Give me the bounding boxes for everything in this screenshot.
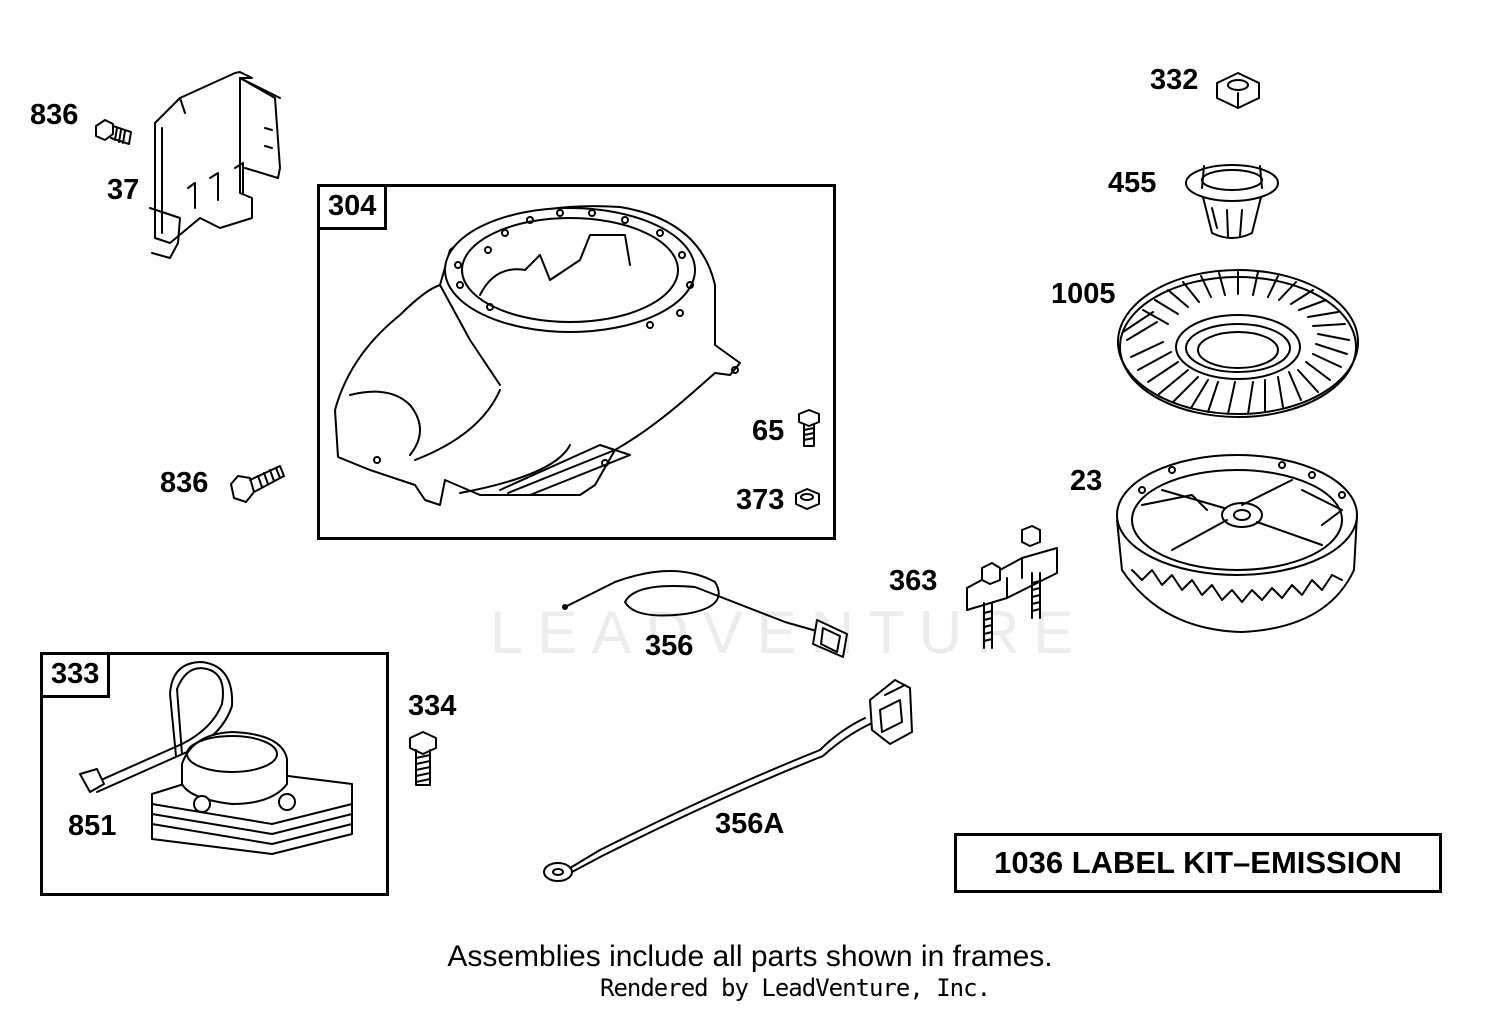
part-label-373: 373 [736,484,785,516]
stop-switch-wire-part-356a[interactable] [540,660,930,890]
assembly-frame-333[interactable]: 333 [40,652,389,896]
blower-housing-part-304[interactable] [330,195,760,515]
part-label-23: 23 [1070,465,1103,497]
screw-part-65[interactable] [795,408,825,448]
flywheel-part-23[interactable] [1112,450,1362,640]
part-label-334: 334 [408,690,457,722]
part-label-836-middle: 836 [160,467,209,499]
armature-bracket-part-363[interactable] [962,518,1062,653]
part-label-356a: 356A [715,808,785,840]
part-label-37: 37 [107,174,140,206]
part-label-65: 65 [752,415,785,447]
frame-tag-304: 304 [320,187,388,230]
part-label-455: 455 [1108,167,1157,199]
assembly-frame-304[interactable]: 304 [317,184,836,540]
ignition-armature-part-333[interactable] [72,661,372,864]
starter-cup-part-455[interactable] [1182,148,1282,244]
frame-tag-333: 333 [43,655,111,698]
screw-part-836-top[interactable] [93,118,135,150]
nut-part-332[interactable] [1213,68,1263,113]
flywheel-fan-part-1005[interactable] [1113,262,1363,422]
part-label-363: 363 [889,565,938,597]
part-label-1005: 1005 [1051,278,1116,310]
part-label-836-top: 836 [30,99,79,131]
label-kit-emission-box[interactable]: 1036 LABEL KIT–EMISSION [954,833,1442,893]
leadventure-watermark: LEADVENTURE [490,599,1088,666]
nut-part-373[interactable] [793,486,823,512]
screw-part-334[interactable] [405,730,441,788]
ground-wire-part-356[interactable] [555,562,855,672]
part-label-356: 356 [645,630,694,662]
bracket-part-37[interactable] [140,68,290,263]
screw-part-836-middle[interactable] [228,462,288,507]
part-label-332: 332 [1150,64,1199,96]
assembly-note: Assemblies include all parts shown in fr… [447,940,1053,973]
render-credit: Rendered by LeadVenture, Inc. [600,974,991,1002]
part-label-851: 851 [68,810,117,842]
